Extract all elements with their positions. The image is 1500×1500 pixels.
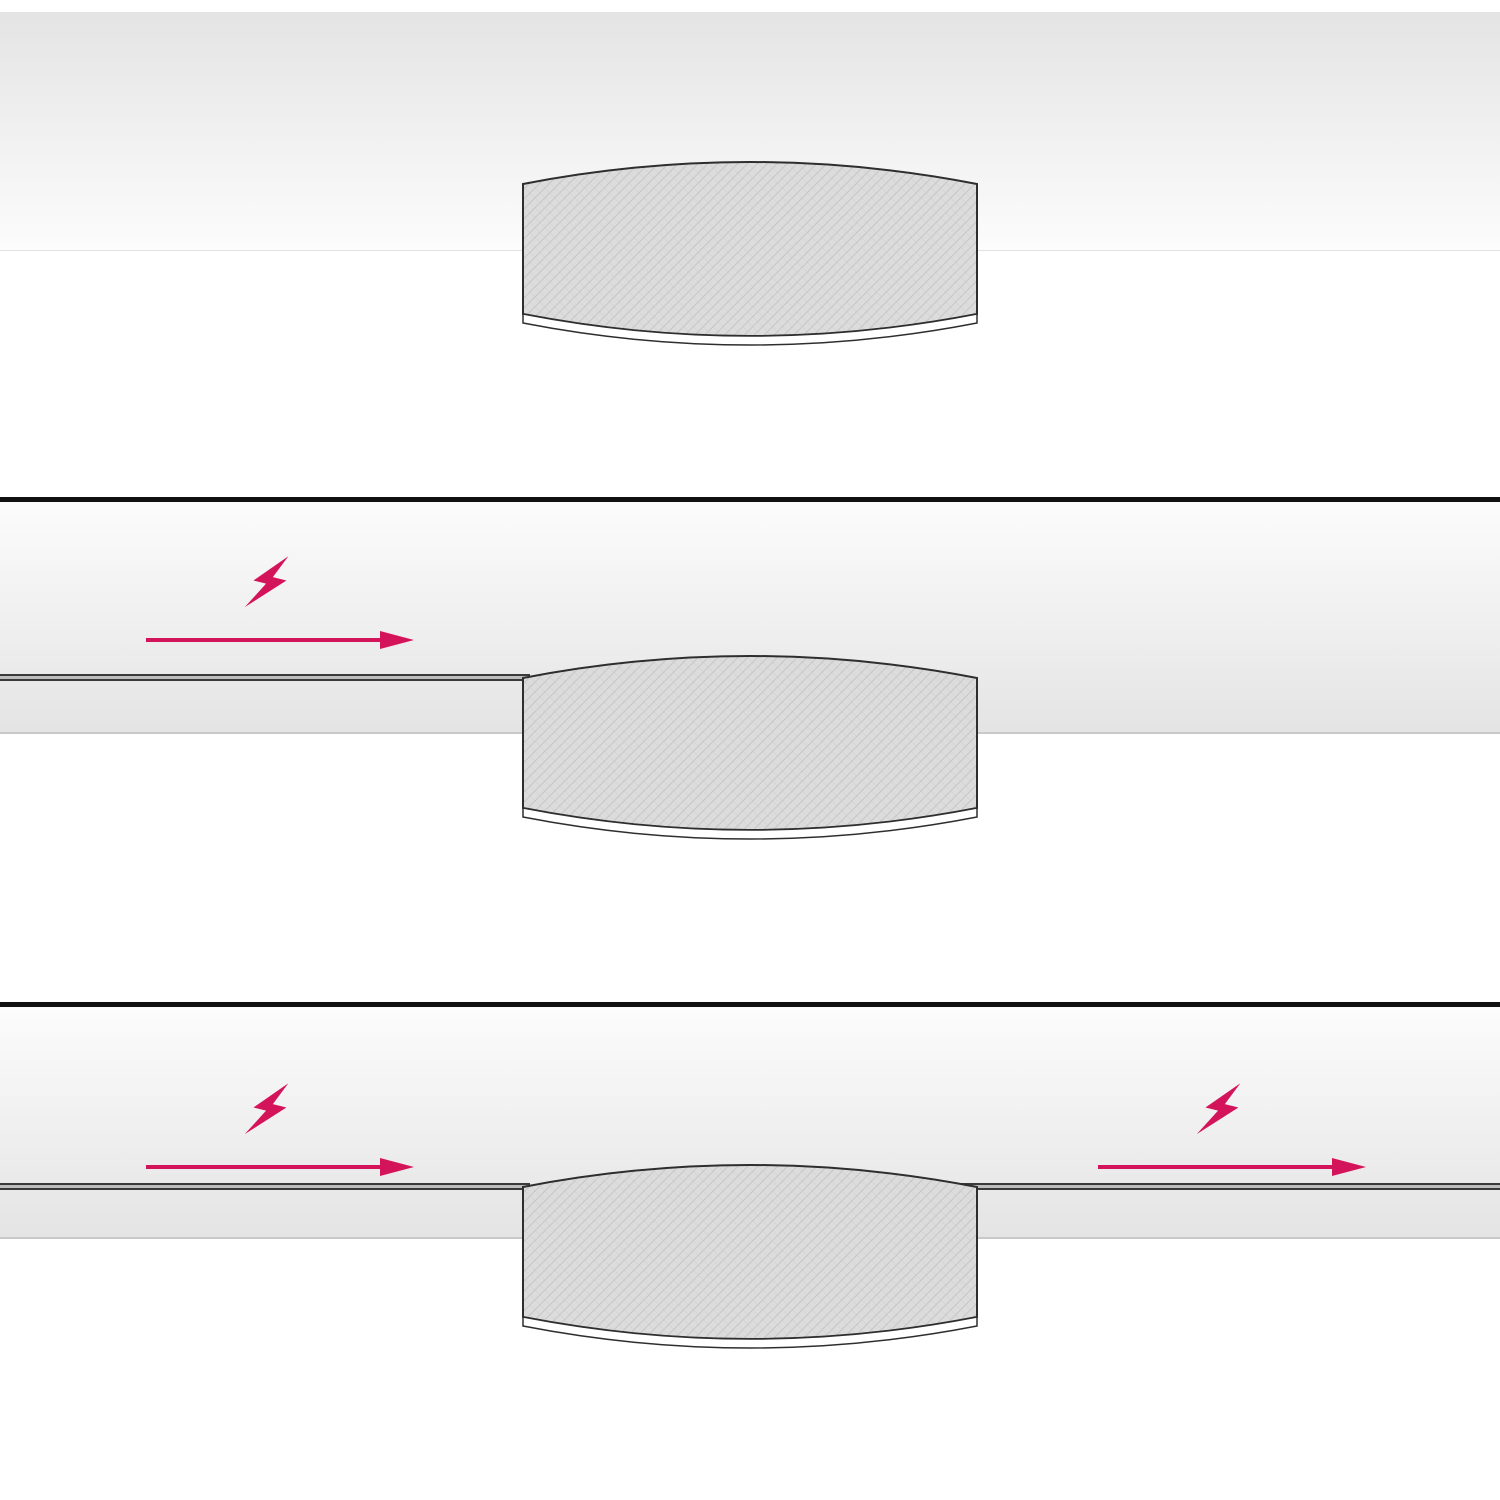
direction-arrow-right-icon (380, 1158, 414, 1176)
power-cable-left (0, 1183, 530, 1190)
section-divider-1 (0, 497, 1500, 502)
drum-lamp-illustration (522, 161, 978, 346)
power-cable-right (960, 1183, 1500, 1190)
direction-arrow-right-icon (1332, 1158, 1366, 1176)
drum-lamp-illustration (522, 655, 978, 840)
power-flow-indicator-left (140, 1079, 420, 1179)
lightning-bolt-icon (244, 1083, 289, 1135)
power-flow-indicator-right (1092, 1079, 1372, 1179)
panel-lamp-no-cable (0, 0, 1500, 497)
lamp-shade (522, 161, 978, 337)
power-flow-indicator-left (140, 552, 420, 652)
lamp-shade (522, 655, 978, 831)
lightning-bolt-icon (1196, 1083, 1241, 1135)
panel-lamp-cable-pass-through (0, 1007, 1500, 1500)
lamp-diffuser-rim (522, 313, 978, 346)
direction-arrow-right-icon (380, 631, 414, 649)
drum-ceiling-lamp (515, 632, 985, 862)
lamp-shade (522, 1164, 978, 1340)
lamp-diffuser-rim (522, 1316, 978, 1349)
drum-lamp-illustration (522, 1164, 978, 1349)
power-cable-left (0, 674, 530, 681)
lamp-diffuser-rim (522, 807, 978, 840)
section-divider-2 (0, 1002, 1500, 1007)
drum-ceiling-lamp (515, 1141, 985, 1371)
panel-lamp-cable-entry-left (0, 502, 1500, 1002)
drum-ceiling-lamp (515, 138, 985, 368)
lightning-bolt-icon (244, 556, 289, 608)
